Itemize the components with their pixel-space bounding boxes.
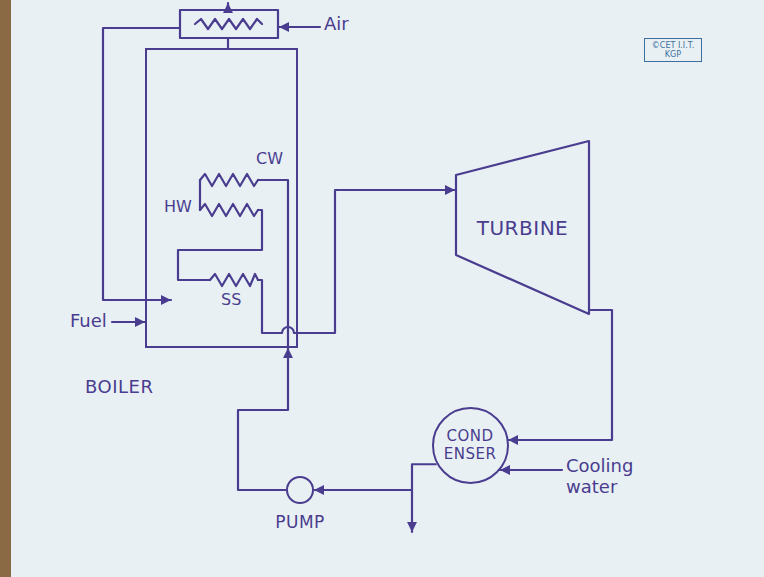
condenser-label: COND ENSER: [442, 427, 498, 463]
pump-label: PUMP: [275, 512, 325, 532]
air-inlet-arrow: [279, 26, 320, 28]
cooling-water-label: Cooling water: [566, 456, 640, 497]
board-frame: [0, 0, 11, 577]
cw-coil: [200, 174, 258, 186]
pipe-connector: [238, 348, 288, 490]
coil-label: HW: [164, 198, 192, 216]
hot-air-duct: [103, 28, 180, 300]
cooling-water-arrow: [500, 469, 562, 471]
air-preheater: [180, 10, 278, 38]
coil-label: CW: [256, 150, 283, 168]
turbine-label: TURBINE: [477, 216, 568, 240]
fuel-label: Fuel: [70, 311, 107, 332]
coil-link: [199, 180, 201, 210]
flue-duct: [227, 38, 229, 48]
steam-outlet-pipe: [258, 280, 298, 333]
ss-coil: [210, 274, 258, 286]
watermark: ©CET I.I.T. KGP: [644, 38, 702, 62]
pump-symbol: PUMP: [286, 476, 314, 504]
boiler-shell: BOILER: [145, 48, 298, 348]
coil-label: SS: [221, 291, 241, 309]
turbine-casing: TURBINE: [455, 140, 590, 315]
hw-coil: [200, 204, 258, 216]
feedwater-pipe: [258, 180, 288, 348]
coil-link: [178, 210, 262, 280]
preheater-coil: [195, 19, 262, 29]
fuel-arrow: [112, 321, 145, 323]
flue-outlet-arrow: [227, 3, 229, 10]
pipe-connector: [298, 190, 455, 333]
condenser-shell: COND ENSER: [432, 407, 509, 484]
pipe-connector: [314, 464, 437, 490]
air-label: Air: [324, 14, 349, 35]
turbine-outline: [456, 141, 589, 314]
boiler-label: BOILER: [85, 376, 153, 398]
pipe-connector: [508, 310, 612, 440]
drain-arrow: [411, 490, 413, 532]
